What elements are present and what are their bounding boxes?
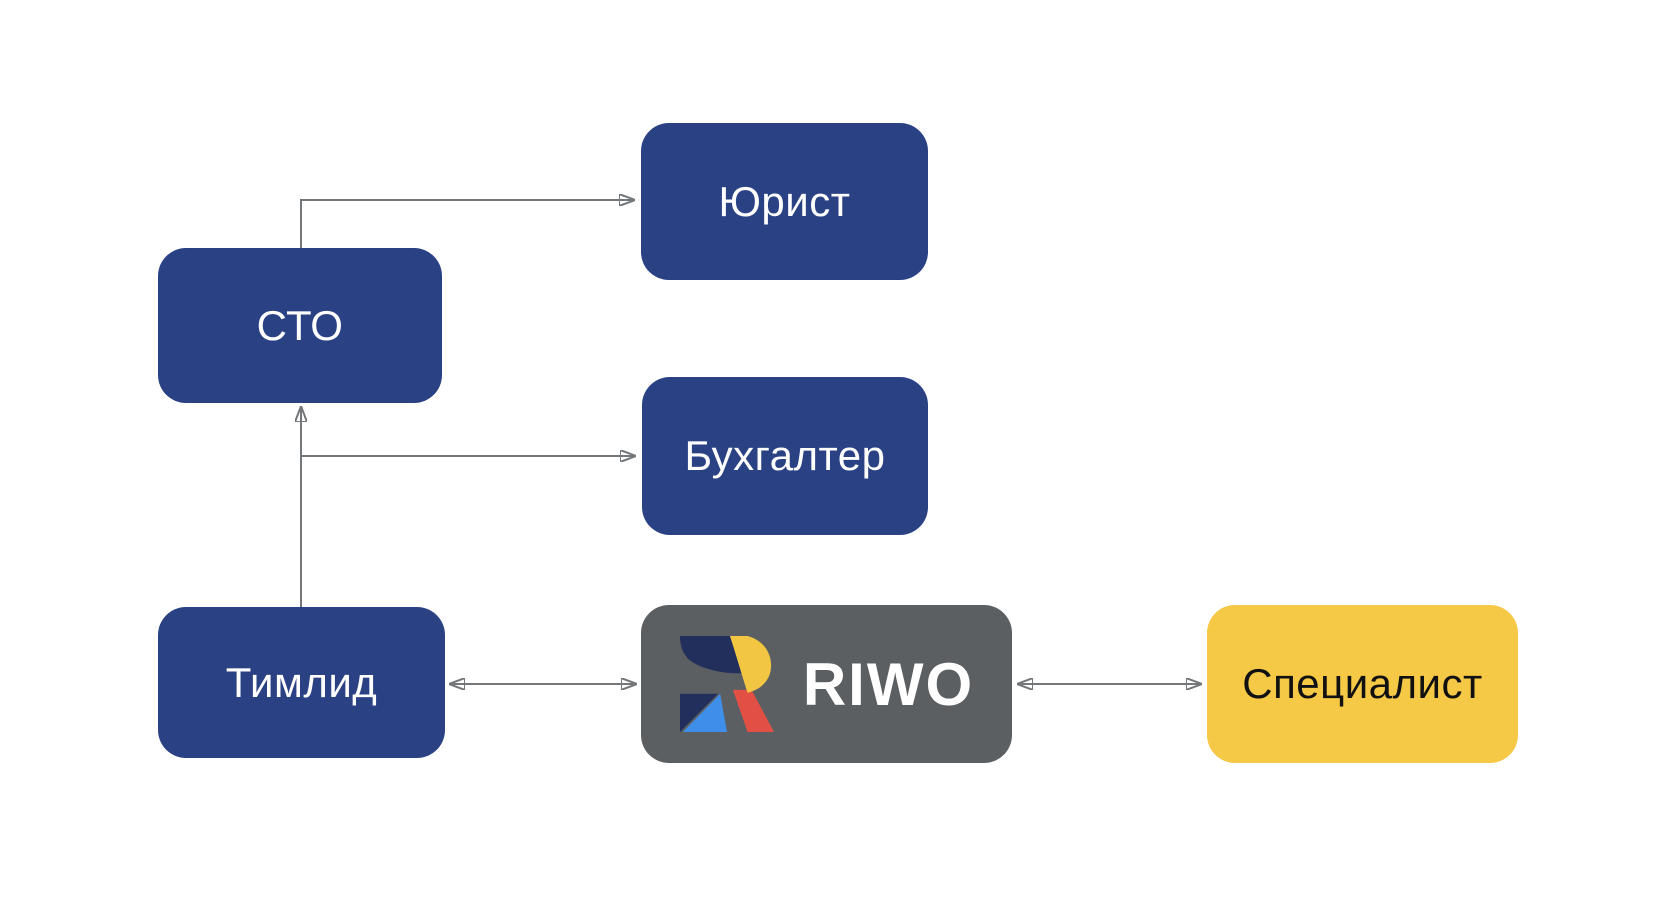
node-riwo: RIWO [641, 605, 1012, 763]
node-cto: СТО [158, 248, 442, 403]
node-specialist-label: Специалист [1242, 660, 1483, 707]
edge-cto-yurist [300, 200, 634, 248]
node-yurist-label: Юрист [718, 177, 851, 225]
node-cto-label: СТО [256, 301, 344, 349]
node-timlid: Тимлид [158, 607, 445, 758]
node-yurist: Юрист [641, 123, 928, 280]
node-timlid-label: Тимлид [225, 658, 378, 706]
node-specialist: Специалист [1207, 605, 1518, 763]
node-buhgalter: Бухгалтер [642, 377, 928, 535]
riwo-wordmark: RIWO [802, 650, 975, 718]
riwo-logo-icon [679, 635, 774, 733]
node-buhgalter-label: Бухгалтер [684, 432, 886, 479]
